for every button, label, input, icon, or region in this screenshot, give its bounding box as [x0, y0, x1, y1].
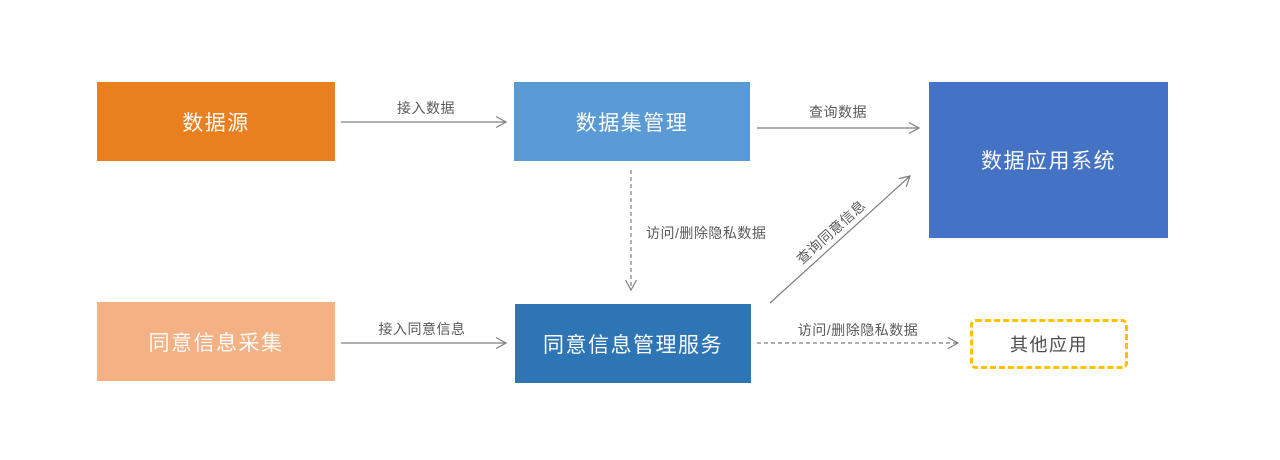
node-data-source: 数据源 — [97, 82, 335, 161]
edge-label-access-delete-private-data-down: 访问/删除隐私数据 — [646, 225, 767, 241]
edge-label-query-data: 查询数据 — [809, 104, 867, 120]
node-consent-management-service-label: 同意信息管理服务 — [543, 333, 723, 357]
node-consent-info-collection: 同意信息采集 — [97, 302, 335, 381]
node-consent-info-collection-label: 同意信息采集 — [148, 331, 284, 355]
node-dataset-management-label: 数据集管理 — [575, 111, 689, 135]
node-data-application-system: 数据应用系统 — [929, 82, 1168, 238]
node-other-applications-label: 其他应用 — [1010, 335, 1088, 355]
node-consent-management-service: 同意信息管理服务 — [515, 304, 751, 383]
node-data-application-system-label: 数据应用系统 — [981, 150, 1116, 173]
edge-label-access-consent-info: 接入同意信息 — [378, 321, 466, 337]
node-data-source-label: 数据源 — [182, 111, 250, 135]
edge-label-access-delete-private-data-right: 访问/删除隐私数据 — [797, 322, 919, 338]
edge-label-access-data: 接入数据 — [397, 100, 455, 116]
node-other-applications: 其他应用 — [970, 319, 1128, 369]
node-dataset-management: 数据集管理 — [514, 82, 750, 161]
edge-query-consent-info-diagonal — [769, 175, 911, 304]
